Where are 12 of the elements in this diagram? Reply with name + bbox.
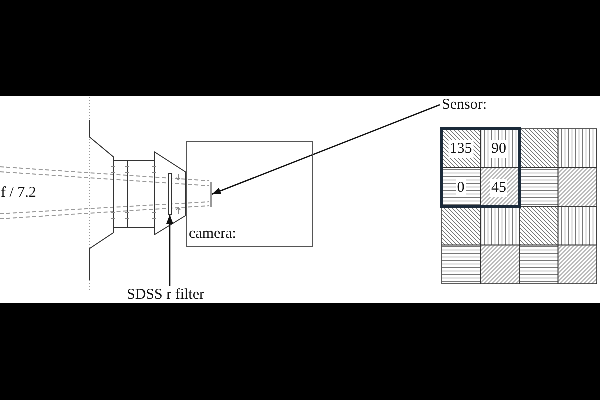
angle-label: 135 <box>448 140 474 158</box>
sensor-label: Sensor: <box>442 96 487 114</box>
filter-plate <box>168 173 172 215</box>
angle-label: 90 <box>490 140 508 158</box>
arrow <box>212 104 440 196</box>
focal-ratio-label: f / 7.2 <box>1 184 36 202</box>
angle-label: 0 <box>456 179 466 197</box>
camera-label: camera: <box>189 225 236 243</box>
arrow <box>166 215 174 286</box>
camera-box <box>186 141 313 247</box>
filter-label: SDSS r filter <box>127 286 205 304</box>
angle-label: 45 <box>490 179 508 197</box>
